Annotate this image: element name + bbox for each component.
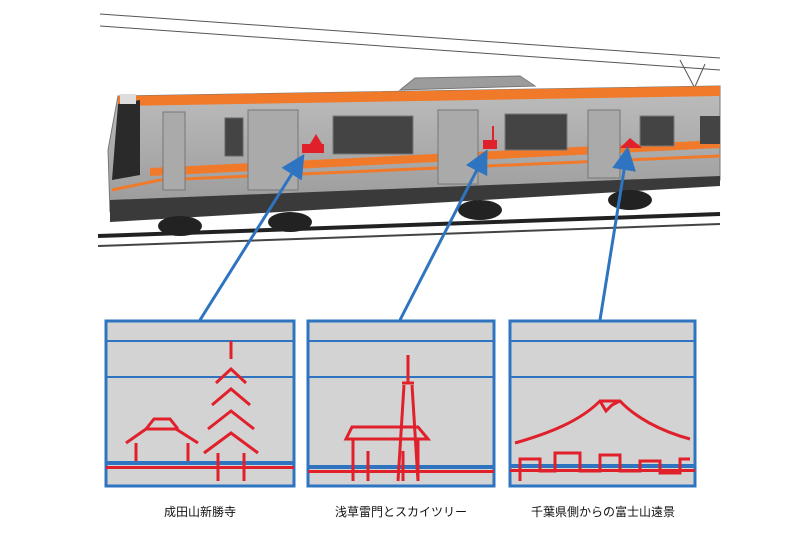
train-emblem-skytree bbox=[483, 126, 497, 149]
caption-fuji: 千葉県側からの富士山遠景 bbox=[530, 505, 675, 519]
overhead-wire bbox=[99, 13, 721, 99]
panel-fuji bbox=[508, 319, 697, 488]
caption-asakusa: 浅草雷門とスカイツリー bbox=[334, 505, 467, 519]
callout-arrows bbox=[198, 146, 636, 321]
roof-ac-unit bbox=[398, 75, 537, 91]
panel-naritasan bbox=[104, 319, 296, 488]
mount-fuji-skyline-icon bbox=[514, 399, 691, 481]
train-emblem-fuji bbox=[620, 138, 642, 148]
kaminarimon-skytree-icon bbox=[343, 355, 432, 482]
train-car bbox=[107, 85, 721, 236]
naritasan-temple-pagoda-icon bbox=[125, 341, 259, 481]
train-emblem-naritasan bbox=[302, 134, 324, 153]
panel-asakusa bbox=[306, 319, 496, 488]
caption-naritasan: 成田山新勝寺 bbox=[163, 505, 236, 519]
